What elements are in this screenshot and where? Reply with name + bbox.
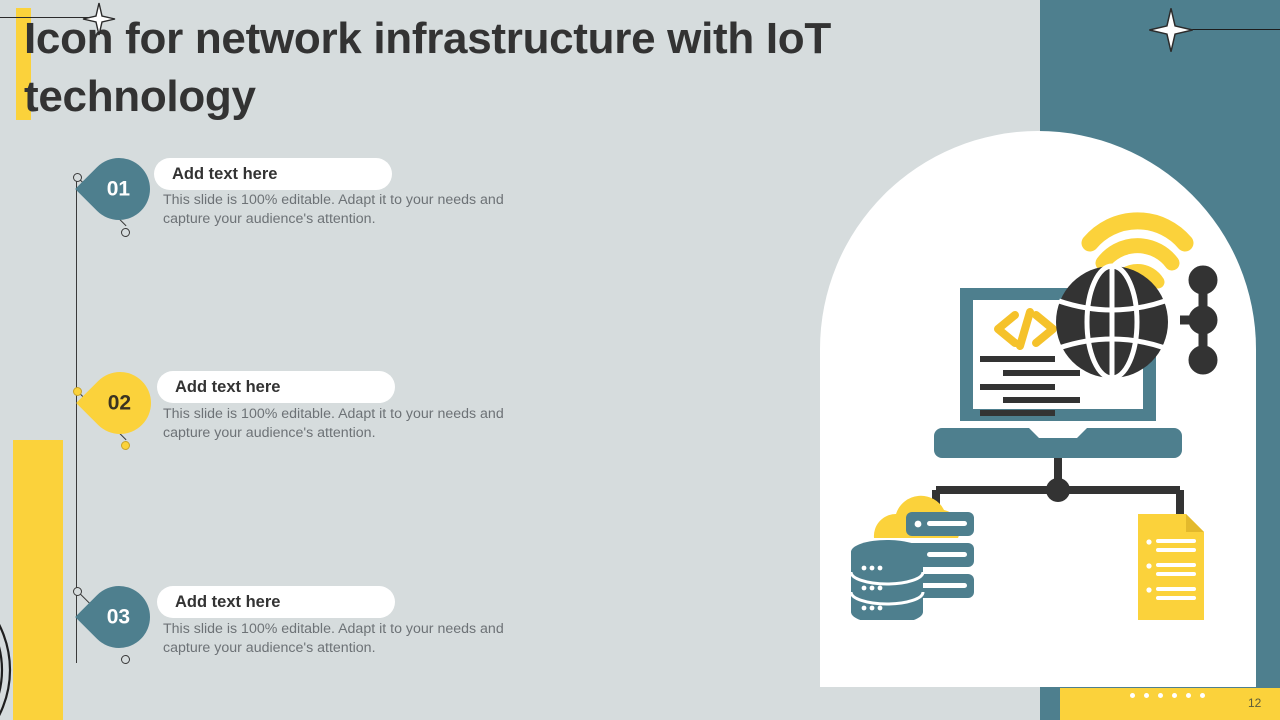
sparkle-icon xyxy=(1149,8,1193,52)
top-right-rule xyxy=(1188,29,1280,30)
pagination-dot xyxy=(1200,693,1205,698)
page-title: Icon for network infrastructure with IoT… xyxy=(24,14,831,121)
code-symbol-icon xyxy=(994,308,1057,350)
sparkle-icon xyxy=(82,2,116,36)
globe-icon xyxy=(1056,263,1168,381)
pagination-dot xyxy=(1172,693,1177,698)
item-heading-3[interactable]: Add text here xyxy=(157,586,395,618)
item-body-2: This slide is 100% editable. Adapt it to… xyxy=(163,406,504,441)
item-heading-2[interactable]: Add text here xyxy=(157,371,395,403)
item-heading-1[interactable]: Add text here xyxy=(154,158,392,190)
step-badge-2[interactable]: 02 xyxy=(76,359,164,447)
pagination-dot xyxy=(1186,693,1191,698)
database-icon xyxy=(849,540,925,620)
timeline-end-dot-2 xyxy=(121,441,130,450)
network-node-icon xyxy=(1180,265,1218,375)
timeline-node-dot-3 xyxy=(73,587,82,596)
step-badge-1[interactable]: 01 xyxy=(75,145,163,233)
network-infrastructure-illustration xyxy=(849,212,1218,620)
timeline-node-dot-1 xyxy=(73,173,82,182)
step-number: 01 xyxy=(107,177,131,201)
code-lines xyxy=(980,356,1080,416)
timeline-node-dot-2 xyxy=(73,387,82,396)
top-left-rule xyxy=(0,17,98,18)
step-number: 02 xyxy=(108,391,132,415)
step-badge-3[interactable]: 03 xyxy=(75,573,163,661)
bottom-teal-chip xyxy=(1040,688,1060,720)
timeline-end-dot-3 xyxy=(121,655,130,664)
item-body-1: This slide is 100% editable. Adapt it to… xyxy=(163,192,504,227)
network-tree-lines xyxy=(932,458,1184,516)
pagination-dot xyxy=(1144,693,1149,698)
timeline-end-dot-1 xyxy=(121,228,130,237)
step-number: 03 xyxy=(107,605,131,629)
left-yellow-block xyxy=(13,440,63,720)
title-accent-bar xyxy=(16,8,31,120)
item-body-3: This slide is 100% editable. Adapt it to… xyxy=(163,621,504,656)
document-icon xyxy=(1138,514,1204,620)
page-number: 12 xyxy=(1248,696,1262,710)
pagination-dots xyxy=(1130,693,1205,698)
pagination-dot xyxy=(1130,693,1135,698)
bottom-yellow-bar xyxy=(1060,688,1280,720)
pagination-dot xyxy=(1158,693,1163,698)
timeline-vertical-line xyxy=(76,176,77,663)
